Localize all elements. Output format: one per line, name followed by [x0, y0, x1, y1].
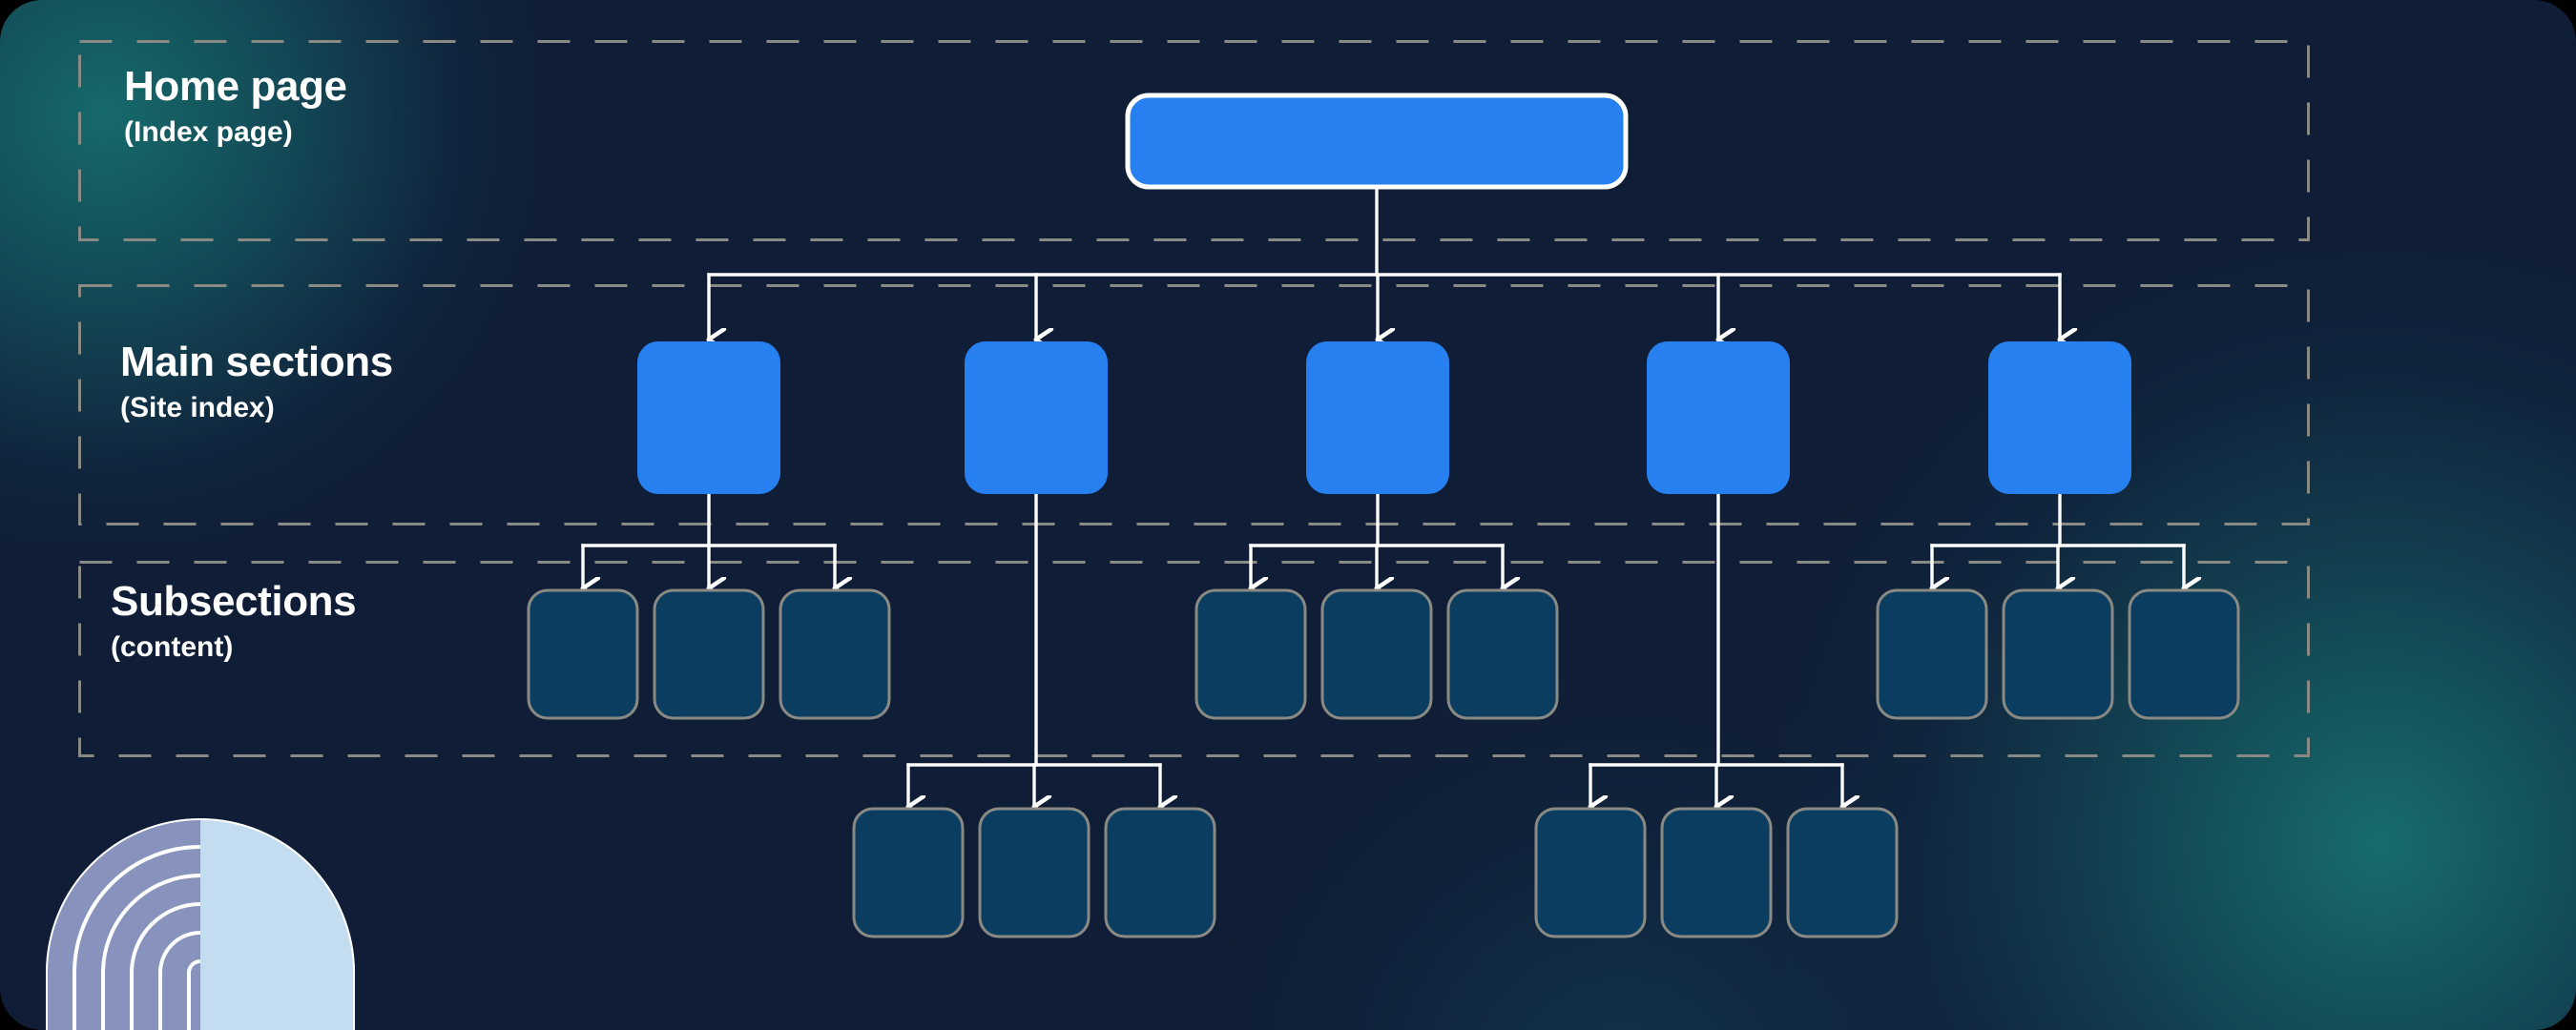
- lane-title-main-sections: Main sections: [120, 339, 393, 385]
- node-section-3[interactable]: [1306, 341, 1449, 494]
- node-deep-2-2[interactable]: [978, 807, 1091, 938]
- node-subsection-5-2[interactable]: [2002, 588, 2114, 720]
- node-subsection-5-3[interactable]: [2128, 588, 2240, 720]
- lane-subtitle-home-page: (Index page): [124, 115, 293, 148]
- lane-box-sub: [78, 561, 2310, 757]
- lane-label-main-sections: Main sections (Site index): [120, 340, 393, 422]
- lane-box-main: [78, 284, 2310, 525]
- node-section-1[interactable]: [637, 341, 780, 494]
- lane-subtitle-subsections: (content): [111, 630, 234, 663]
- node-subsection-1-3[interactable]: [779, 588, 891, 720]
- node-section-4[interactable]: [1647, 341, 1790, 494]
- diagram-nodes: [527, 93, 2240, 938]
- node-subsection-3-2[interactable]: [1320, 588, 1433, 720]
- node-deep-2-1[interactable]: [852, 807, 965, 938]
- node-deep-4-2[interactable]: [1660, 807, 1773, 938]
- lane-label-home-page: Home page (Index page): [124, 63, 347, 148]
- node-home-page[interactable]: [1125, 93, 1629, 190]
- lane-boxes: [78, 40, 2310, 757]
- lane-box-home: [78, 40, 2310, 241]
- lane-title-subsections: Subsections: [111, 578, 357, 625]
- node-subsection-5-1[interactable]: [1876, 588, 1988, 720]
- node-section-2[interactable]: [965, 341, 1108, 494]
- node-deep-4-1[interactable]: [1534, 807, 1647, 938]
- connector-lines: [583, 185, 2184, 807]
- node-deep-2-3[interactable]: [1104, 807, 1216, 938]
- node-subsection-3-3[interactable]: [1446, 588, 1559, 720]
- lane-title-home-page: Home page: [124, 63, 347, 110]
- node-subsection-1-1[interactable]: [527, 588, 639, 720]
- node-section-5[interactable]: [1988, 341, 2131, 494]
- lane-label-subsections: Subsections (content): [111, 578, 357, 663]
- node-deep-4-3[interactable]: [1786, 807, 1899, 938]
- node-subsection-1-2[interactable]: [653, 588, 765, 720]
- lane-subtitle-main-sections: (Site index): [120, 391, 275, 423]
- node-subsection-3-1[interactable]: [1195, 588, 1307, 720]
